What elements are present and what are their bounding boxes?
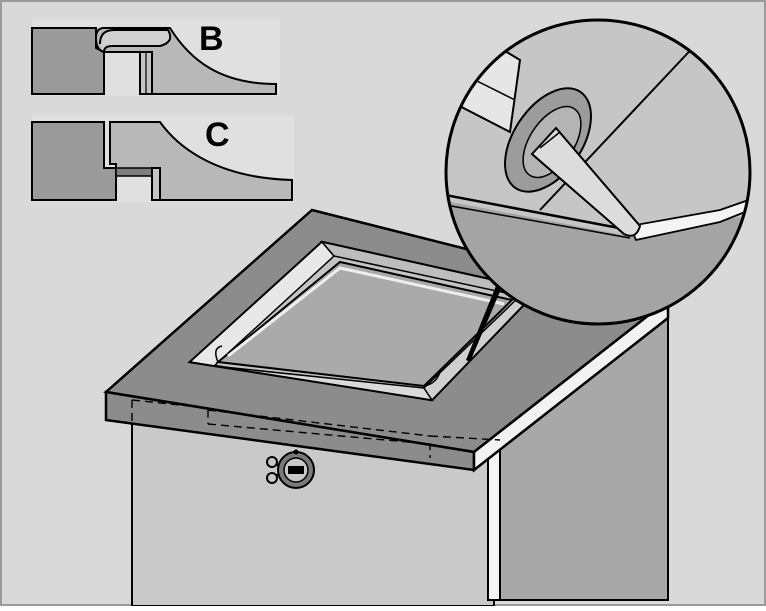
control-knob-icon bbox=[277, 449, 315, 489]
callout-leader bbox=[466, 276, 504, 362]
detail-c-label: C bbox=[205, 116, 230, 154]
hidden-lines bbox=[131, 399, 501, 458]
detail-c: C bbox=[31, 116, 294, 202]
countertop-right-edge bbox=[472, 297, 670, 473]
sealant-bead bbox=[628, 194, 750, 242]
detail-b-countertop bbox=[31, 27, 105, 95]
detail-b-label: B bbox=[199, 20, 224, 58]
cabinet-edge-strip bbox=[487, 439, 501, 601]
detail-c-countertop bbox=[31, 121, 117, 201]
sealant-nozzle bbox=[530, 126, 642, 237]
detail-b-gasket bbox=[99, 29, 172, 53]
detail-b: B bbox=[31, 20, 280, 96]
hob-glass bbox=[215, 260, 515, 388]
